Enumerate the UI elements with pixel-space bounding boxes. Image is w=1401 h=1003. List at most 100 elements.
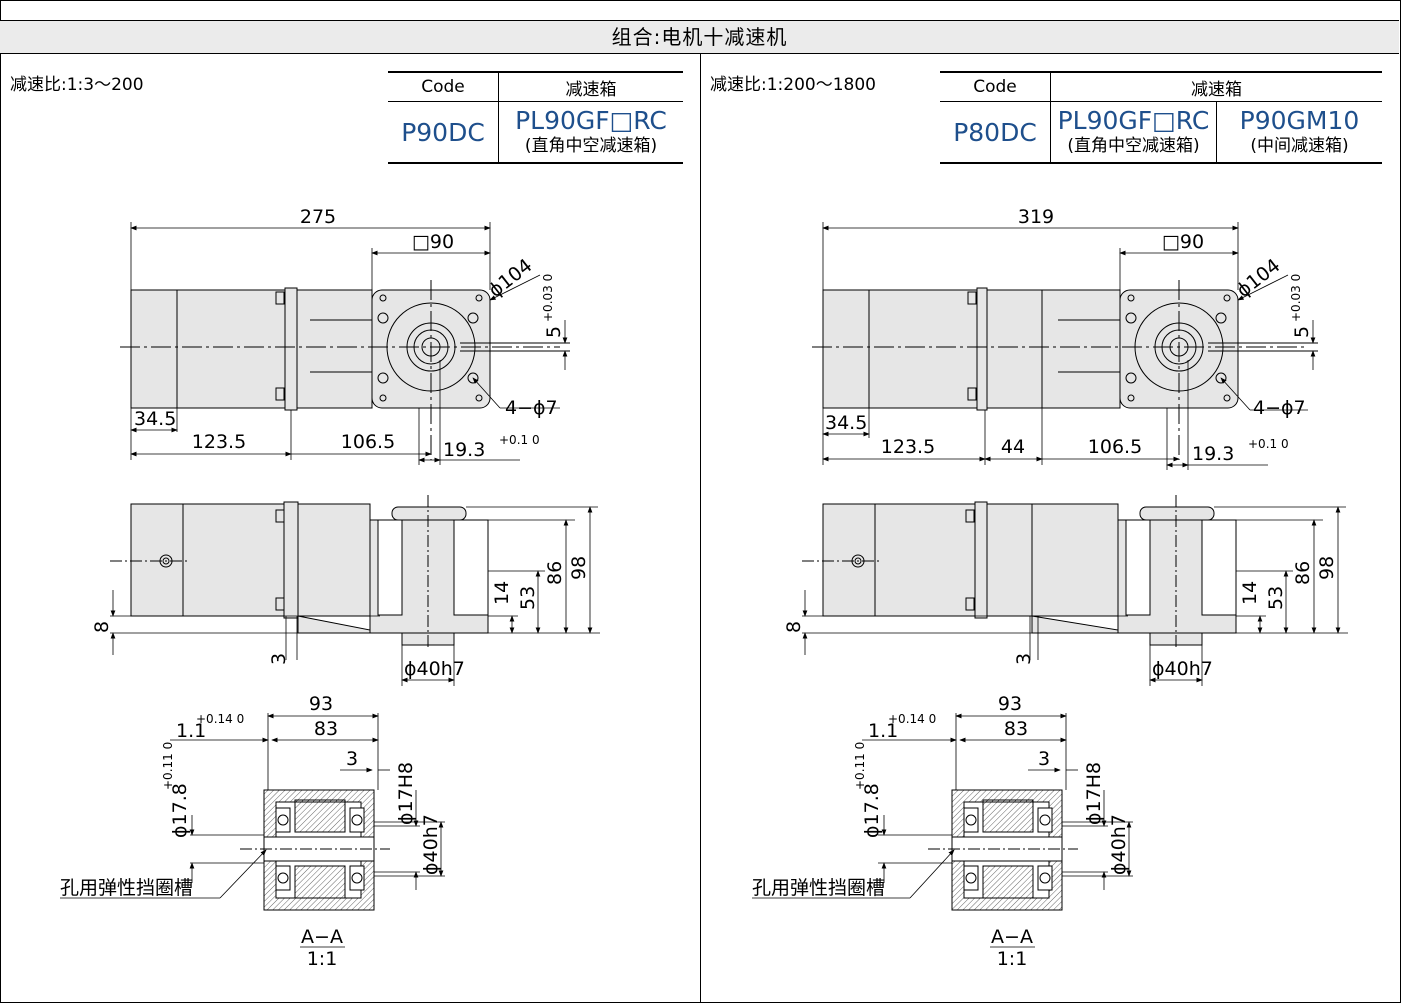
right-ratio-label: 减速比:1:200～1800: [710, 75, 876, 95]
left-dim-s17: ϕ17H8: [395, 762, 417, 825]
left-dim-s178: ϕ17.8: [169, 783, 191, 838]
right-dim-1235: 123.5: [881, 436, 935, 458]
right-intermediate-desc: (中间减速箱): [1250, 136, 1349, 156]
right-dim-key: 5: [1291, 326, 1313, 338]
right-intermediate-gearbox: [986, 289, 1043, 409]
right-section-dims: [752, 713, 1133, 948]
right-dim-345: 34.5: [825, 412, 867, 434]
right-gearbox-desc: (直角中空减速箱): [1067, 136, 1200, 156]
left-section-labels: 93 83 1.1 +0.14 0 3 ϕ17.8 +0.11 0 ϕ17H8 …: [60, 693, 442, 970]
left-dim-h14: 14: [491, 581, 513, 605]
left-box-header: 减速箱: [498, 71, 683, 102]
left-section-scale: 1:1: [307, 948, 338, 970]
right-dim-h3: 3: [1013, 653, 1035, 665]
left-gearbox-desc: (直角中空减速箱): [524, 136, 658, 156]
right-dim-h53: 53: [1265, 586, 1287, 610]
right-dim-s178: ϕ17.8: [861, 783, 883, 838]
right-dim-key-tol: +0.03 0: [1289, 274, 1303, 322]
panel-divider: [700, 53, 701, 1003]
right-code-header: Code: [940, 71, 1051, 102]
right-spec-table: Code 减速箱 P80DC PL90GF□RC (直角中空减速箱) P90GM…: [940, 71, 1382, 164]
right-dim-s17: ϕ17H8: [1083, 762, 1105, 825]
left-dim-s40: ϕ40h7: [420, 814, 442, 875]
right-dim-overall: 319: [1018, 206, 1054, 228]
left-flange: [284, 287, 298, 411]
left-dim-s178-tol: +0.11 0: [161, 742, 175, 790]
left-dim-h8: 8: [91, 621, 113, 633]
right-section-name: A−A: [991, 926, 1033, 948]
right-side-dims: [802, 506, 1348, 686]
left-side-view: [110, 495, 489, 650]
right-dim-193-tol: +0.1 0: [1248, 437, 1289, 451]
left-dim-h53: 53: [517, 586, 539, 610]
left-dim-overall: 275: [300, 206, 336, 228]
left-motor-endcap: [130, 289, 178, 409]
right-dim-s93: 93: [998, 693, 1022, 715]
left-spec-table: Code 减速箱 P90DC PL90GF□RC (直角中空减速箱): [388, 71, 683, 164]
right-front-view: [812, 280, 1318, 460]
left-code-header: Code: [388, 71, 499, 102]
right-dim-h14: 14: [1239, 581, 1261, 605]
left-section-view: [240, 789, 390, 911]
right-dim-44: 44: [1001, 436, 1025, 458]
right-section-view: [928, 789, 1078, 911]
right-section-labels: 93 83 1.1 +0.14 0 3 ϕ17.8 +0.11 0 ϕ17H8 …: [752, 693, 1130, 970]
right-dim-s83: 83: [1004, 718, 1028, 740]
left-dim-1065: 106.5: [341, 431, 395, 453]
drawing-title: 组合:电机十减速机: [0, 20, 1399, 54]
right-dim-s11-tol: +0.14 0: [888, 712, 936, 726]
left-section-name: A−A: [301, 926, 343, 948]
left-front-view: [120, 280, 570, 460]
right-dim-s3: 3: [1038, 748, 1050, 770]
right-dim-h98: 98: [1316, 556, 1338, 580]
right-dim-s178-tol: +0.11 0: [853, 742, 867, 790]
left-dim-193: 19.3: [443, 439, 485, 461]
left-gear-housing: [296, 289, 373, 409]
left-dim-h3: 3: [268, 653, 290, 665]
right-dim-square: □90: [1162, 231, 1204, 253]
right-section-scale: 1:1: [997, 948, 1028, 970]
right-dim-h86: 86: [1292, 561, 1314, 585]
left-dim-193-tol: +0.1 0: [499, 433, 540, 447]
left-front-dims: [130, 222, 568, 465]
left-dim-s93: 93: [309, 693, 333, 715]
right-dim-bore: ϕ40h7: [1152, 658, 1213, 680]
left-dim-key-tol: +0.03 0: [541, 274, 555, 322]
left-dim-h86: 86: [544, 561, 566, 585]
right-front-dims: [822, 222, 1316, 470]
right-dim-flange-dia: ϕ104: [1233, 255, 1285, 302]
left-dim-s83: 83: [314, 718, 338, 740]
left-side-dims: [110, 506, 600, 686]
right-box-header: 减速箱: [1050, 71, 1382, 102]
right-side-labels: 8 3 14 53 86 98 ϕ40h7: [783, 556, 1338, 680]
left-dim-flange-dia: ϕ104: [485, 255, 537, 302]
left-dim-h98: 98: [568, 556, 590, 580]
left-ratio-label: 减速比:1:3～200: [10, 75, 144, 95]
left-dim-s11-tol: +0.14 0: [196, 712, 244, 726]
left-dim-square: □90: [412, 231, 454, 253]
right-dim-193: 19.3: [1192, 443, 1234, 465]
left-motor-body: [176, 289, 286, 409]
left-dim-s3: 3: [346, 748, 358, 770]
left-dim-bore: ϕ40h7: [404, 658, 465, 680]
right-front-labels: 319 □90 ϕ104 5 +0.03 0 4−ϕ7 34.5 123.5 4…: [825, 206, 1313, 465]
right-code-value: P80DC: [940, 101, 1051, 164]
right-intermediate-model: P90GM10: [1239, 106, 1360, 135]
right-dim-1065: 106.5: [1088, 436, 1142, 458]
right-gearbox-model: PL90GF□RC: [1057, 106, 1210, 135]
left-groove-label: 孔用弹性挡圈槽: [60, 877, 193, 899]
right-groove-label: 孔用弹性挡圈槽: [752, 877, 885, 899]
right-side-view: [802, 495, 1237, 650]
right-dim-holes: 4−ϕ7: [1253, 397, 1306, 419]
left-dim-key: 5: [543, 326, 565, 338]
left-dim-s11: 1.1: [176, 720, 206, 742]
left-section-dims: [60, 713, 445, 948]
left-dim-345: 34.5: [134, 408, 176, 430]
right-dim-s11: 1.1: [868, 720, 898, 742]
left-bolt-hole: [377, 312, 389, 324]
right-dim-h8: 8: [783, 621, 805, 633]
left-code-value: P90DC: [388, 101, 499, 164]
left-gearbox-model: PL90GF□RC: [515, 106, 667, 135]
left-dim-1235: 123.5: [192, 431, 246, 453]
